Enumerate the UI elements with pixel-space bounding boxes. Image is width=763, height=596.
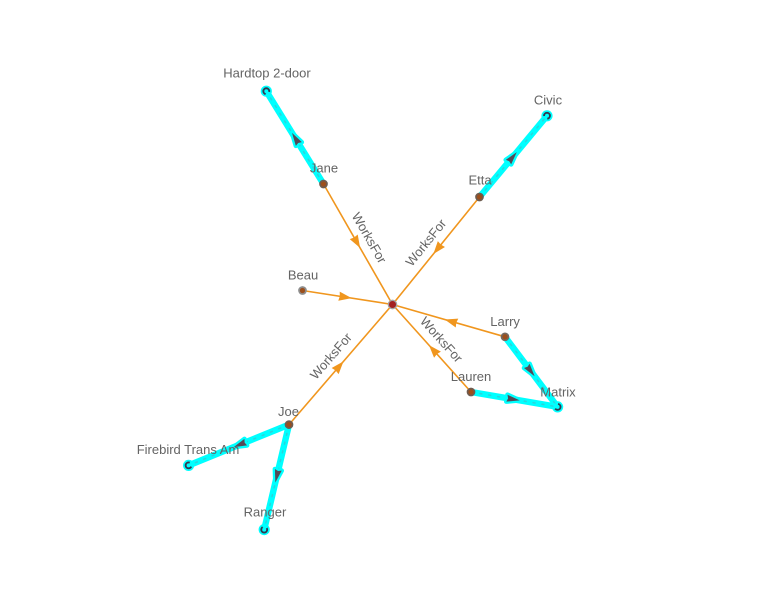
svg-text:Matrix: Matrix [540,384,576,399]
svg-text:Ranger: Ranger [244,505,287,520]
svg-text:Civic: Civic [534,93,563,108]
svg-text:Hardtop 2-door: Hardtop 2-door [223,66,311,81]
svg-text:Jane: Jane [310,160,338,175]
svg-text:Firebird Trans Am: Firebird Trans Am [137,442,240,457]
svg-text:Beau: Beau [288,268,318,283]
svg-text:Lauren: Lauren [451,369,491,384]
svg-text:Joe: Joe [278,404,299,419]
svg-text:Etta: Etta [468,173,492,188]
svg-text:Larry: Larry [490,314,520,329]
